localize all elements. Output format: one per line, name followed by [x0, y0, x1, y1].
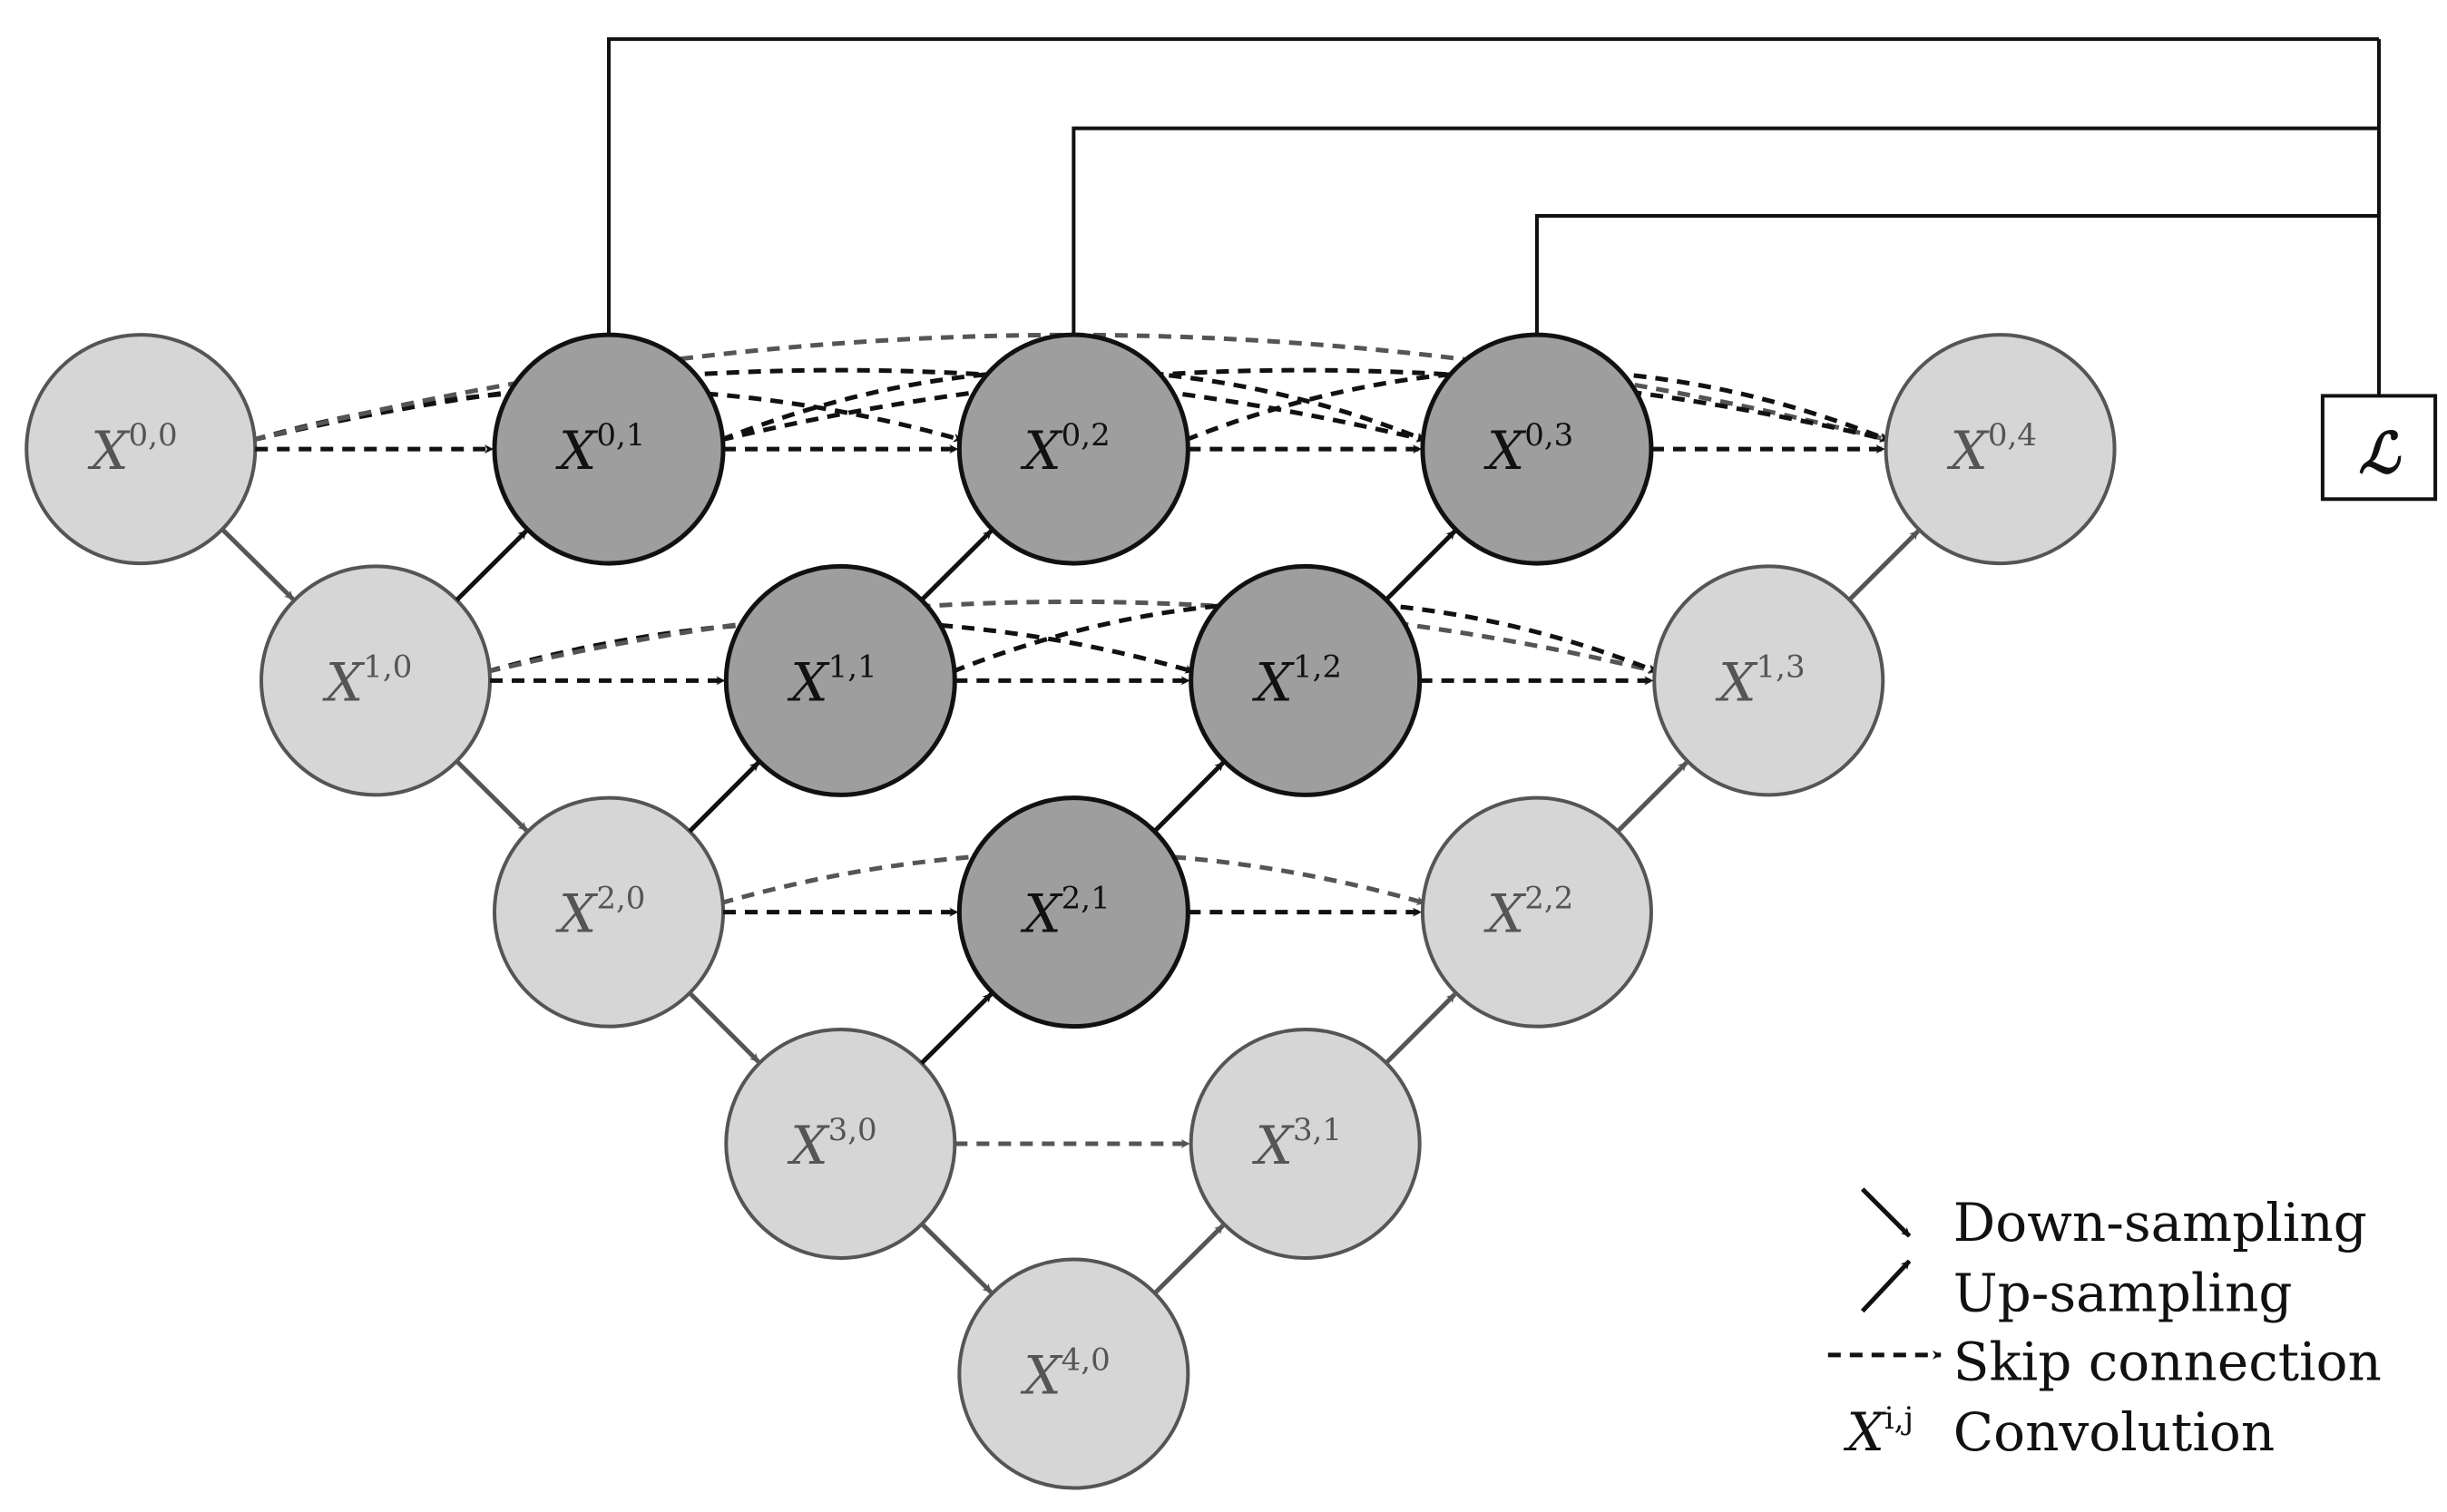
node-label-X12: X1,2	[1252, 649, 1342, 713]
up-arrow-X30-X21	[919, 992, 993, 1065]
legend-up-arrow	[1860, 1259, 1912, 1313]
supervision-line-X03	[1534, 214, 2379, 336]
legend-conv-symbol: Xi,j	[1844, 1400, 1914, 1463]
skip-arc-X00-X04	[252, 332, 1890, 443]
node-circle-X22	[1420, 795, 1653, 1029]
down-arrow-X30-X40	[920, 1222, 993, 1294]
node-X40: X4,0	[957, 1257, 1190, 1490]
skip-arc-X01-X04	[719, 367, 1890, 443]
node-X00: X0,0	[24, 333, 258, 566]
node-X21: X2,1	[956, 795, 1190, 1029]
up-arrow-X12-X03	[1384, 529, 1457, 602]
skip-arc-X00-X03	[252, 367, 1426, 443]
up-arrow-X21-X12	[1152, 761, 1225, 834]
legend-down-label: Down-sampling	[1953, 1192, 2367, 1253]
node-label-X11: X1,1	[787, 649, 876, 713]
down-arrow-X20-X30	[688, 991, 760, 1064]
node-label-X13: X1,3	[1715, 649, 1805, 713]
node-X22: X2,2	[1420, 795, 1653, 1029]
loss-box: ℒ	[2320, 394, 2438, 502]
node-label-X00: X0,0	[87, 417, 177, 482]
skip-arc-X10-X13	[486, 599, 1658, 675]
node-X04: X0,4	[1884, 333, 2117, 566]
node-X12: X1,2	[1189, 563, 1423, 797]
supervision-line-X02	[1072, 126, 2379, 336]
node-circle-X31	[1189, 1027, 1422, 1260]
up-arrow-X11-X02	[919, 529, 993, 602]
down-arrow-X10-X20	[455, 759, 528, 833]
node-X01: X0,1	[492, 332, 726, 566]
node-label-X40: X4,0	[1020, 1342, 1110, 1407]
node-label-X02: X0,2	[1020, 417, 1110, 482]
node-label-X21: X2,1	[1020, 881, 1110, 945]
node-label-X31: X3,1	[1252, 1112, 1342, 1176]
up-arrow-X10-X01	[455, 529, 528, 602]
node-X11: X1,1	[723, 563, 957, 797]
node-label-X20: X2,0	[555, 881, 645, 945]
node-circle-X40	[957, 1257, 1190, 1490]
node-label-X30: X3,0	[787, 1112, 876, 1176]
legend-up-label: Up-sampling	[1953, 1263, 2293, 1324]
legend-conv-label: Convolution	[1953, 1401, 2275, 1463]
supervision-line-X01	[607, 37, 2379, 336]
down-arrow-X00-X10	[220, 527, 295, 601]
node-label-X04: X0,4	[1947, 417, 2037, 482]
up-arrow-X22-X13	[1616, 761, 1688, 834]
node-X31: X3,1	[1189, 1027, 1422, 1260]
loss-symbol: ℒ	[2359, 420, 2402, 486]
node-label-X10: X1,0	[322, 649, 412, 713]
node-X02: X0,2	[956, 332, 1190, 566]
legend-down-arrow	[1860, 1187, 1912, 1238]
node-X13: X1,3	[1652, 564, 1885, 797]
node-X10: X1,0	[259, 564, 492, 797]
up-arrow-X31-X22	[1384, 992, 1457, 1065]
node-circle-X04	[1884, 333, 2117, 566]
up-arrow-X40-X31	[1152, 1224, 1225, 1295]
node-circle-X13	[1652, 564, 1885, 797]
up-arrow-X13-X04	[1847, 529, 1920, 602]
node-X20: X2,0	[493, 795, 726, 1029]
node-X30: X3,0	[724, 1027, 957, 1260]
up-arrow-X20-X11	[688, 761, 760, 834]
node-label-X01: X0,1	[555, 417, 645, 482]
node-X03: X0,3	[1420, 332, 1654, 566]
legend-skip-label: Skip connection	[1953, 1331, 2382, 1392]
node-label-X03: X0,3	[1483, 417, 1573, 482]
node-label-X22: X2,2	[1483, 881, 1573, 945]
